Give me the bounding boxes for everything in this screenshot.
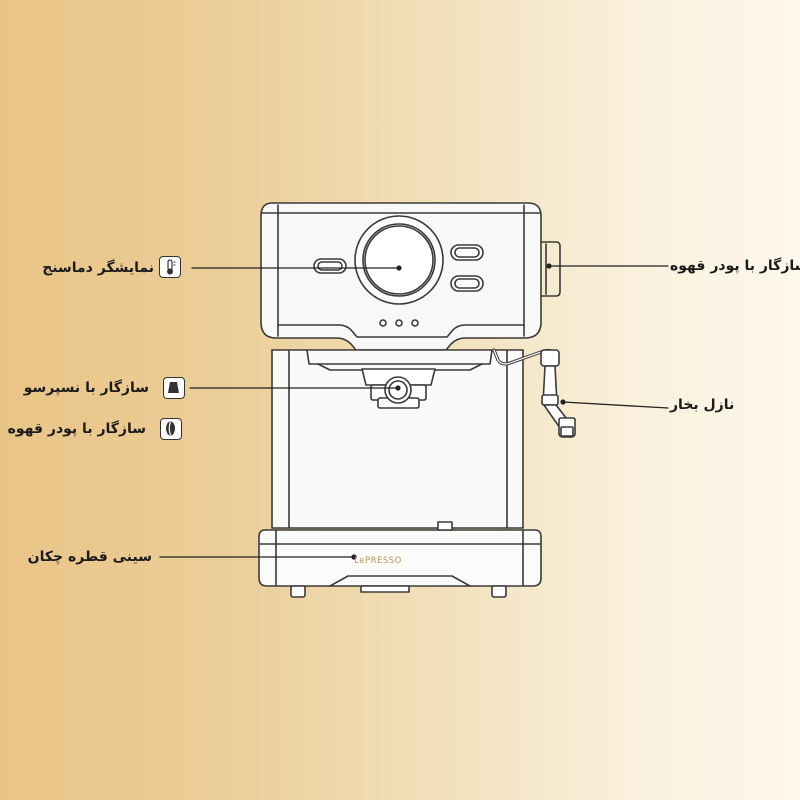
label-ground-coffee-compatible: سازگار با پودر قهوه [7, 421, 146, 437]
capsule-icon [163, 377, 185, 399]
steam-knob [540, 241, 561, 297]
label-steam-knob: سازگار با پودر قهوه [670, 258, 800, 274]
label-drip-tray: سینی قطره چکان [27, 549, 152, 565]
label-espresso-compatible: سازگار با نسپرسو [23, 380, 149, 396]
coffee-bean-icon [160, 418, 182, 440]
label-steam-nozzle: نازل بخار [670, 397, 735, 413]
thermometer-icon [159, 256, 181, 278]
group-head [306, 349, 493, 365]
machine-middle-body [271, 349, 524, 529]
steam-nozzle-tube [540, 349, 560, 367]
leader-steam-nozzle [562, 401, 669, 409]
label-temperature-gauge: نمایشگر دماسنج [42, 260, 154, 276]
temperature-gauge [354, 215, 444, 305]
brand-logo: LePRESSO [354, 556, 402, 566]
